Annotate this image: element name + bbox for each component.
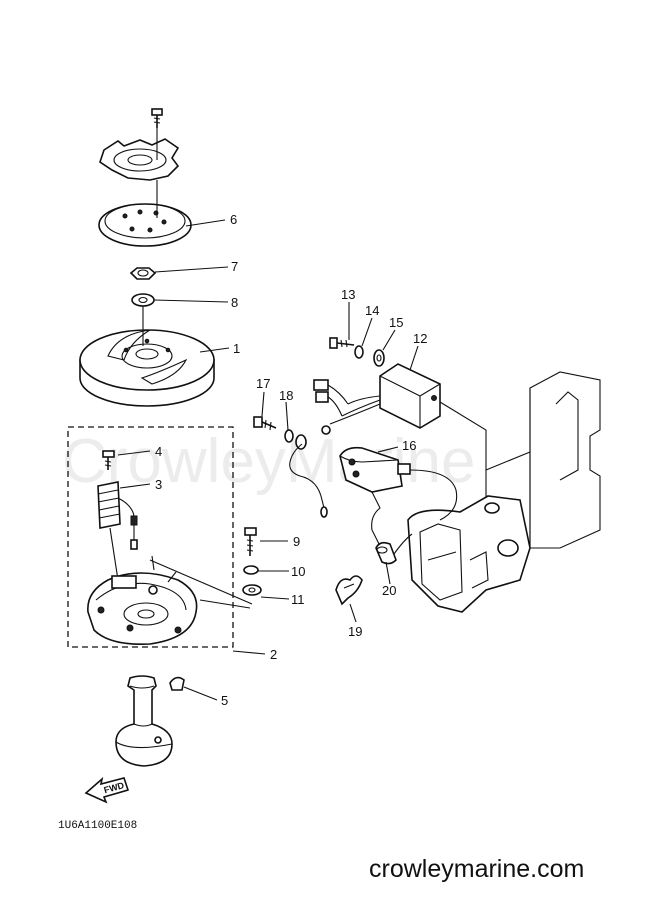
callout-17: 17 (256, 376, 270, 391)
stator-base-plate (87, 555, 198, 646)
woodruff-key (169, 676, 185, 691)
flywheel-washer (131, 293, 155, 307)
washer-18 (284, 429, 294, 443)
flywheel (79, 306, 215, 407)
callout-12: 12 (413, 331, 427, 346)
charge-coil (97, 481, 138, 581)
leader-lines (117, 219, 419, 701)
flywheel-nut (129, 267, 157, 280)
bracket-bolt (244, 527, 257, 556)
callout-15: 15 (389, 315, 403, 330)
site-name: crowleymarine.com (369, 855, 584, 883)
wire-clip (335, 575, 363, 606)
plug-cap (375, 533, 413, 565)
washer-18b (295, 434, 307, 450)
callout-2: 2 (270, 647, 277, 662)
callout-3: 3 (155, 477, 162, 492)
plain-washer-11 (242, 584, 262, 596)
callout-9: 9 (293, 534, 300, 549)
flywheel-bolt (151, 108, 163, 128)
coil-screw (102, 450, 115, 470)
drawing-code: 1U6A1100E108 (58, 820, 137, 832)
callout-4: 4 (155, 444, 162, 459)
callout-labels: 6 7 8 1 4 3 9 10 11 2 5 13 14 15 12 17 1… (155, 212, 427, 708)
cdi-connector (313, 379, 349, 435)
crankshaft (115, 675, 173, 767)
callout-10: 10 (291, 564, 305, 579)
coil-bolt (253, 416, 277, 431)
engine-block (407, 371, 601, 613)
callout-20: 20 (382, 583, 396, 598)
callout-1: 1 (233, 341, 240, 356)
callout-8: 8 (231, 295, 238, 310)
callout-6: 6 (230, 212, 237, 227)
lock-washer-14 (354, 345, 364, 359)
callout-13: 13 (341, 287, 355, 302)
flywheel-plate (98, 180, 192, 247)
callout-11: 11 (291, 592, 305, 607)
watermark: CrowleyMarine (62, 427, 475, 496)
starter-cup (99, 128, 180, 181)
fwd-arrow: FWD (84, 776, 130, 804)
cdi-unit (329, 363, 487, 470)
callout-5: 5 (221, 693, 228, 708)
callout-7: 7 (231, 259, 238, 274)
callout-19: 19 (348, 624, 362, 639)
washer-15 (373, 349, 385, 367)
callout-14: 14 (365, 303, 379, 318)
cdi-bolt (329, 337, 355, 349)
stator-group-box (67, 426, 234, 648)
ignition-coil (289, 443, 458, 547)
callout-16: 16 (402, 438, 416, 453)
callout-18: 18 (279, 388, 293, 403)
lock-washer-10 (243, 565, 259, 575)
